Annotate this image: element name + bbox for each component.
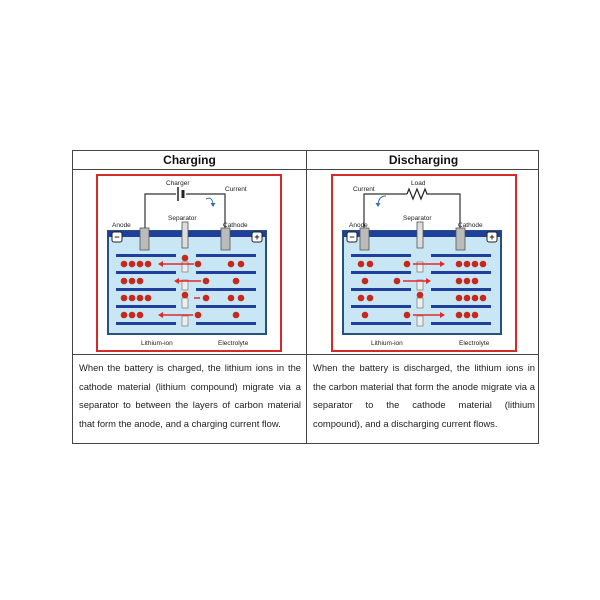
cathode-rod bbox=[455, 227, 466, 251]
lithium-ion-label: Lithium-ion bbox=[141, 340, 173, 347]
separator-rod bbox=[416, 221, 424, 249]
column-divider bbox=[306, 151, 307, 443]
discharging-diagram: Load Current Separator Anode Cathode − + bbox=[331, 174, 517, 352]
separator-segments bbox=[181, 261, 189, 327]
anode-layers bbox=[116, 254, 176, 325]
current-arrow bbox=[377, 195, 387, 205]
anode-ions bbox=[357, 260, 374, 319]
cathode-layers bbox=[431, 254, 491, 325]
cathode-terminal bbox=[251, 231, 263, 243]
minus-sign: − bbox=[114, 232, 119, 242]
charging-wire-left bbox=[144, 193, 176, 232]
cathode-rod bbox=[220, 227, 231, 251]
cathode-terminal bbox=[486, 231, 498, 243]
charging-heading: Charging bbox=[163, 153, 216, 167]
lithium-ion-label: Lithium-ion bbox=[371, 340, 403, 347]
current-label: Current bbox=[353, 186, 375, 193]
discharging-wire-left bbox=[363, 193, 407, 232]
charging-description: When the battery is charged, the lithium… bbox=[79, 362, 301, 429]
anode-rod bbox=[139, 227, 150, 251]
discharging-heading: Discharging bbox=[388, 153, 459, 167]
load-label: Load bbox=[411, 180, 426, 187]
separator-segments bbox=[416, 261, 424, 327]
header-divider bbox=[73, 169, 538, 170]
discharging-wire-right bbox=[429, 193, 461, 232]
current-arrow bbox=[205, 197, 214, 205]
anode-rod bbox=[359, 227, 370, 251]
discharging-description: When the battery is discharged, the lith… bbox=[313, 362, 535, 429]
charger-label: Charger bbox=[166, 180, 190, 187]
anode-terminal bbox=[346, 231, 358, 243]
charging-wire-right bbox=[186, 193, 226, 232]
anode-label: Anode bbox=[349, 222, 368, 229]
plus-sign: + bbox=[489, 232, 494, 242]
charging-diagram: Charger Current Separator Anode Cathode … bbox=[96, 174, 282, 352]
cathode-ions bbox=[455, 260, 487, 319]
anode-label: Anode bbox=[112, 222, 131, 229]
anode-ions bbox=[120, 260, 152, 319]
current-arrowhead bbox=[375, 203, 381, 207]
cathode-layers bbox=[196, 254, 256, 325]
plus-sign: + bbox=[254, 232, 259, 242]
load-resistor-symbol bbox=[406, 187, 429, 201]
current-label: Current bbox=[225, 186, 247, 193]
separator-label: Separator bbox=[168, 215, 197, 222]
cathode-label: Cathode bbox=[223, 222, 248, 229]
cathode-label: Cathode bbox=[458, 222, 483, 229]
cathode-ions bbox=[227, 260, 245, 319]
anode-terminal bbox=[111, 231, 123, 243]
comparison-table: Charging Discharging Charger Current Sep… bbox=[72, 150, 539, 444]
minus-sign: − bbox=[349, 232, 354, 242]
electrolyte-label: Electrolyte bbox=[459, 340, 490, 347]
separator-label: Separator bbox=[403, 215, 432, 222]
separator-rod bbox=[181, 221, 189, 249]
anode-layers bbox=[351, 254, 411, 325]
description-divider bbox=[73, 354, 538, 355]
electrolyte-label: Electrolyte bbox=[218, 340, 249, 347]
current-arrowhead bbox=[210, 203, 216, 207]
migration-arrows bbox=[393, 260, 445, 319]
migration-arrows bbox=[158, 254, 210, 319]
